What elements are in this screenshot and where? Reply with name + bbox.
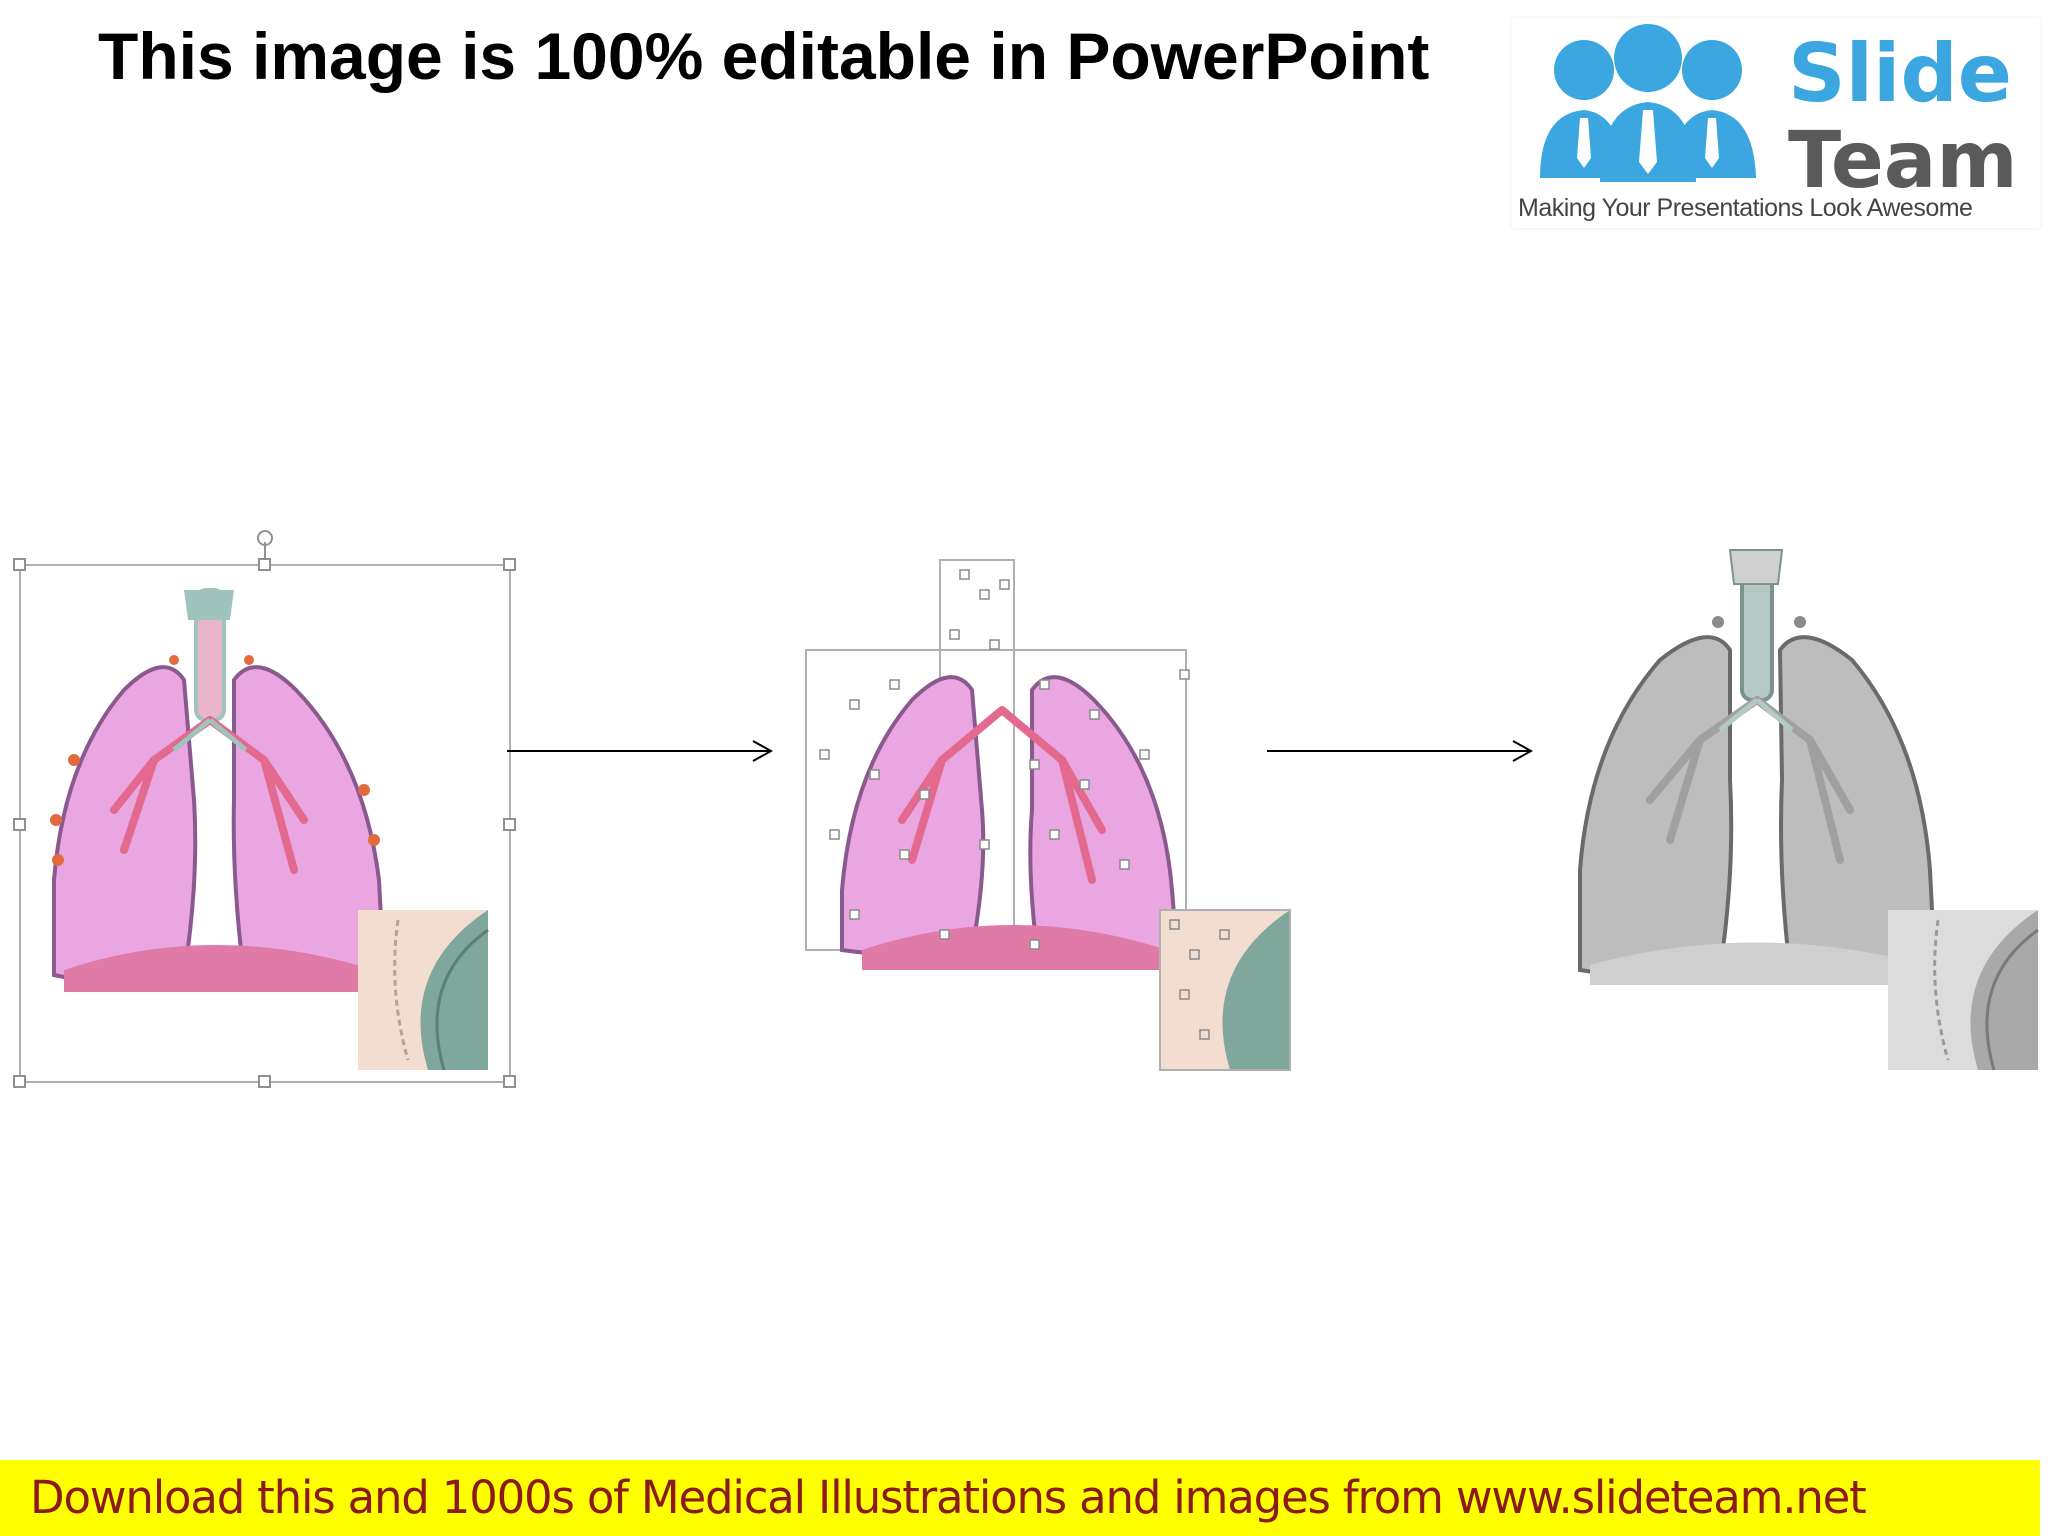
lung-illustration-ungrouped[interactable] [790, 530, 1310, 1100]
slide-title: This image is 100% editable in PowerPoin… [98, 19, 1430, 93]
lung-illustration-selected[interactable] [10, 530, 530, 1100]
rotate-handle-icon[interactable] [257, 530, 273, 546]
selection-handles[interactable] [13, 558, 516, 1088]
lung-illustration-grayscale[interactable] [1520, 540, 2040, 1100]
people-logo-icon [1540, 24, 1756, 182]
footer-link-text[interactable]: Download this and 1000s of Medical Illus… [30, 1471, 1867, 1524]
footer-banner: Download this and 1000s of Medical Illus… [0, 1460, 2040, 1536]
arrow-right-icon [1267, 740, 1534, 762]
arrow-right-icon [507, 740, 774, 762]
logo-word-slide: Slide [1788, 27, 2012, 120]
logo-tagline: Making Your Presentations Look Awesome [1518, 194, 1973, 222]
logo-word-team: Team [1788, 116, 2018, 206]
slideteam-logo: Slide Team Making Your Presentations Loo… [1512, 18, 2040, 228]
